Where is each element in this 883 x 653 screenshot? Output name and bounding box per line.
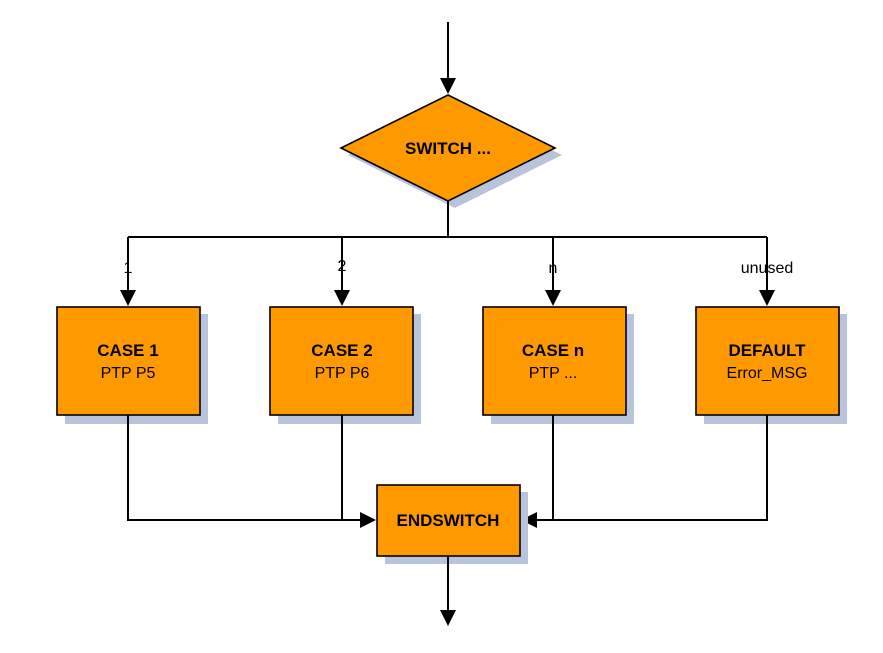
case-box-1: CASE 1 PTP P5: [56, 306, 208, 424]
branch-drop-case-n: [545, 237, 561, 306]
branch-label-1: 1: [124, 260, 133, 277]
default-box: DEFAULT Error_MSG: [695, 306, 847, 424]
branch-drop-case-2: [334, 237, 350, 306]
branch-drop-case-1: [120, 237, 136, 306]
case-subtitle: PTP ...: [529, 365, 578, 382]
case-box-2: CASE 2 PTP P6: [269, 306, 421, 424]
case-title: CASE 2: [311, 341, 372, 360]
merge-connector-default: [521, 415, 768, 528]
exit-connector: [440, 556, 456, 626]
switch-label: SWITCH ...: [405, 139, 491, 158]
branch-label-n: n: [549, 260, 558, 277]
branch-label-2: 2: [338, 258, 347, 275]
endswitch-box: ENDSWITCH: [376, 484, 528, 564]
case-title: CASE 1: [97, 341, 158, 360]
branch-label-unused: unused: [741, 260, 794, 277]
default-subtitle: Error_MSG: [727, 365, 808, 382]
case-subtitle: PTP P6: [315, 365, 370, 382]
case-box-n: CASE n PTP ...: [482, 306, 634, 424]
endswitch-label: ENDSWITCH: [397, 511, 500, 530]
entry-connector: [440, 22, 456, 94]
case-title: CASE n: [522, 341, 584, 360]
branch-bus: [128, 201, 767, 238]
switch-decision: SWITCH ...: [339, 94, 562, 208]
branch-drop-default: [759, 237, 775, 306]
case-subtitle: PTP P5: [101, 365, 156, 382]
default-title: DEFAULT: [728, 341, 806, 360]
merge-connector-case-1: [127, 415, 376, 528]
